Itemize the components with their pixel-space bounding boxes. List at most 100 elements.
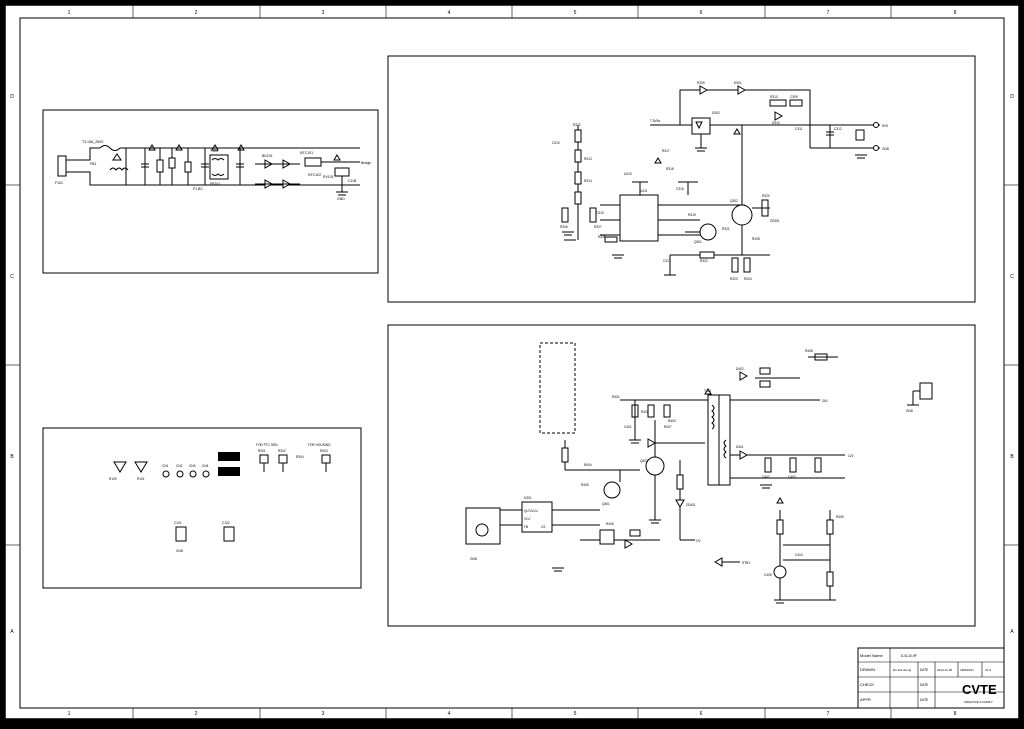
mosfet-icon bbox=[645, 456, 665, 476]
optocoupler-icon bbox=[599, 529, 615, 545]
zener-icon bbox=[675, 499, 685, 509]
warning-icon bbox=[776, 497, 784, 504]
comp-label: C311 bbox=[795, 127, 803, 131]
check-label: CHECK bbox=[860, 682, 874, 687]
heatsink-icon bbox=[113, 461, 127, 473]
comp-label: NTC bbox=[222, 455, 229, 459]
connector-pin-icon bbox=[873, 122, 879, 128]
comp-label: R323 bbox=[730, 277, 738, 281]
mount-hole-icon bbox=[189, 470, 197, 478]
comp-label: R319 bbox=[688, 213, 696, 217]
heatsink-icon bbox=[134, 461, 148, 473]
col-label-top: 8 bbox=[954, 10, 957, 16]
warning-icon bbox=[112, 153, 122, 161]
comp-label: CN3 bbox=[189, 464, 196, 468]
fuse-icon bbox=[99, 145, 121, 151]
comp-label: CS bbox=[541, 525, 545, 529]
comp-label: RV101 bbox=[323, 175, 334, 179]
ntc-icon bbox=[304, 157, 322, 167]
col-label-top: 2 bbox=[195, 10, 198, 16]
diode-icon bbox=[739, 371, 749, 381]
diode-icon bbox=[699, 85, 709, 95]
comp-label: R302 bbox=[278, 449, 286, 453]
panel-standby-supply: T 5V5s R309 D301 R310 D310 C309 D302 C31… bbox=[387, 55, 976, 303]
row-label-right: D bbox=[1010, 94, 1014, 100]
comp-label: R406 bbox=[606, 522, 614, 526]
col-label-top: 1 bbox=[68, 10, 71, 16]
comp-label: C402 bbox=[762, 475, 770, 479]
comp-label: FB1 bbox=[90, 162, 96, 166]
col-label-bottom: 6 bbox=[700, 711, 703, 717]
comp-label: RVS bbox=[222, 470, 229, 474]
comp-label: CN2 bbox=[176, 464, 183, 468]
header-icon bbox=[278, 454, 288, 464]
comp-label: Q401 bbox=[602, 502, 610, 506]
title-block-frame bbox=[857, 647, 1005, 709]
appr-label: APPR bbox=[860, 697, 871, 702]
comp-label: R409 bbox=[836, 515, 844, 519]
comp-label: ZD401 bbox=[686, 503, 696, 507]
model-value: D-SL10-HF bbox=[901, 654, 917, 658]
section-title: FOR PTC SEN bbox=[256, 443, 278, 447]
row-label-left: C bbox=[10, 274, 14, 280]
drawn-date-label: DATE bbox=[920, 668, 928, 672]
mount-hole-icon bbox=[202, 470, 210, 478]
comp-label: R309 bbox=[697, 81, 705, 85]
mosfet-icon bbox=[731, 204, 753, 226]
comp-label: QLY2LLU bbox=[524, 509, 538, 513]
comp-label: 5VS bbox=[882, 124, 888, 128]
col-label-bottom: 7 bbox=[827, 711, 830, 717]
section-title: FOR HOUSING bbox=[308, 443, 331, 447]
warning-icon bbox=[333, 154, 341, 161]
diode-icon bbox=[647, 438, 657, 448]
comp-label: CN4 bbox=[202, 464, 209, 468]
comp-label: C312 bbox=[834, 127, 842, 131]
drawn-date: 2014-11-06 bbox=[937, 668, 952, 672]
header-icon bbox=[259, 454, 269, 464]
panel-main-supply: U301 QLY2LLU GND VCC FB CS R401 R402 R40… bbox=[387, 324, 976, 627]
row-label-right: B bbox=[1010, 454, 1014, 460]
comp-label: BD101 bbox=[262, 154, 273, 158]
comp-label: R324 bbox=[744, 277, 752, 281]
drawn-name: Du Rui sheng bbox=[893, 668, 912, 672]
comp-label: R313 bbox=[584, 157, 592, 161]
header-icon bbox=[223, 526, 235, 542]
row-label-left: B bbox=[10, 454, 14, 460]
comp-label: NTC102 bbox=[308, 173, 321, 177]
comp-label: U311 bbox=[640, 189, 648, 193]
comp-label: T402 bbox=[704, 389, 711, 393]
comp-label: NTC101 bbox=[300, 151, 313, 155]
transistor-icon bbox=[699, 223, 717, 241]
col-label-bottom: 8 bbox=[954, 711, 957, 717]
col-label-top: 6 bbox=[700, 10, 703, 16]
comp-label: 12V bbox=[848, 454, 855, 458]
comp-label: D402 bbox=[736, 367, 744, 371]
comp-label: R326 bbox=[560, 225, 568, 229]
comp-label: R101 bbox=[137, 477, 145, 481]
comp-label: D401 bbox=[736, 445, 744, 449]
panel-frame bbox=[387, 55, 976, 303]
drawn-label: DRAWN bbox=[860, 667, 875, 672]
row-label-left: A bbox=[10, 629, 14, 635]
warning-icon bbox=[704, 388, 712, 395]
comp-label: F1 BC bbox=[193, 187, 203, 191]
comp-label: 24V bbox=[822, 399, 829, 403]
warning-icon bbox=[175, 144, 183, 151]
comp-label: FB bbox=[524, 525, 528, 529]
comp-label: OV bbox=[696, 539, 701, 543]
warning-icon bbox=[211, 144, 219, 151]
comp-label: D302 bbox=[712, 111, 720, 115]
comp-label: FB101 bbox=[210, 182, 220, 186]
col-label-top: 7 bbox=[827, 10, 830, 16]
comp-label: R322 bbox=[700, 259, 708, 263]
comp-label: GND bbox=[470, 557, 478, 561]
panel-connectors: R100 R101 NTC RVS CN1 CN2 CN3 CN4 R301 R… bbox=[42, 427, 362, 589]
col-label-top: 5 bbox=[574, 10, 577, 16]
diode-icon bbox=[737, 85, 747, 95]
check-date-label: DATE bbox=[920, 683, 928, 687]
optocoupler-icon bbox=[691, 117, 711, 135]
ground-icon bbox=[562, 147, 867, 259]
col-label-bottom: 2 bbox=[195, 711, 198, 717]
comp-label: R402 bbox=[641, 410, 649, 414]
